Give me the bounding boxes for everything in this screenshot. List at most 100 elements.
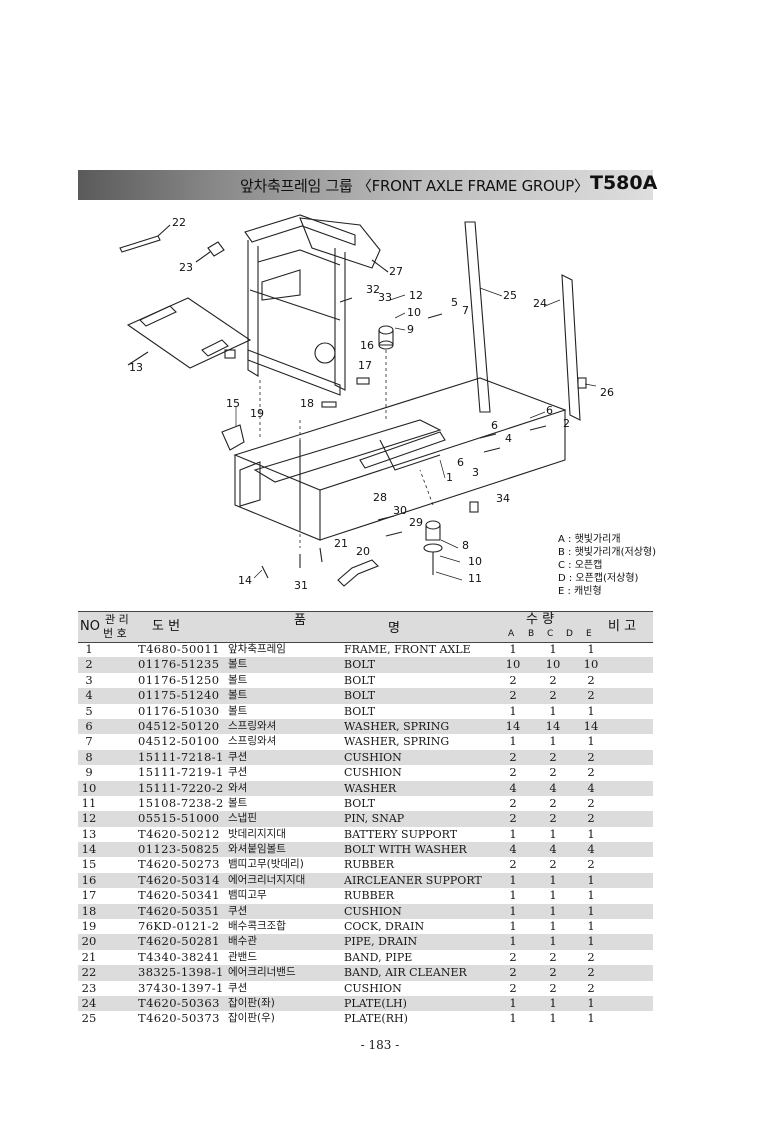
cell-e: 2 [587, 980, 595, 995]
cell-c: 4 [549, 842, 557, 857]
cell-e: 1 [587, 703, 595, 718]
cell-kor: 뱀띠고무 [228, 889, 267, 902]
cell-part: 15111-7219-1 [138, 765, 224, 780]
cell-e: 2 [587, 749, 595, 764]
model-label: T580A [590, 172, 658, 194]
cell-kor: 에어크리너지지대 [228, 873, 306, 886]
cell-part: 04512-50120 [138, 718, 220, 733]
cell-eng: BOLT [344, 704, 376, 718]
callout-label: 27 [389, 265, 403, 278]
cell-a: 4 [509, 780, 517, 795]
cell-eng: BAND, PIPE [344, 950, 413, 964]
cell-a: 1 [509, 642, 517, 656]
cell-eng: WASHER, SPRING [344, 735, 450, 749]
cell-kor: 앞차축프레임 [228, 643, 286, 655]
cell-kor: 볼트 [228, 658, 248, 671]
cell-eng: BOLT [344, 796, 376, 810]
cell-kor: 쿠션 [228, 981, 248, 994]
cell-c: 2 [549, 965, 557, 980]
callout-label: 29 [409, 516, 423, 529]
cell-kor: 볼트 [228, 689, 248, 702]
cell-e: 14 [583, 718, 599, 733]
col-remarks: 비 고 [608, 619, 637, 634]
cell-kor: 잡이판(좌) [228, 996, 275, 1009]
cell-eng: BOLT [344, 673, 376, 687]
col-qty-e: E [586, 629, 592, 639]
legend-item: E : 캐빈형 [558, 586, 602, 597]
cell-e: 2 [587, 857, 595, 872]
callout-label: 26 [600, 386, 614, 399]
cell-kor: 밧데리지지대 [228, 827, 286, 840]
cell-part: 01175-51240 [138, 688, 220, 703]
cell-part: 05515-51000 [138, 811, 220, 826]
callout-label: 32 [366, 283, 380, 296]
cell-kor: 쿠션 [228, 750, 248, 763]
cell-part: T4620-50273 [138, 857, 220, 872]
cell-part: 37430-1397-1 [138, 980, 224, 995]
cell-no: 8 [85, 749, 93, 764]
legend-item: A : 햇빛가리개 [558, 534, 621, 545]
col-drawing-no: 도 번 [152, 619, 181, 634]
cell-c: 10 [545, 657, 561, 672]
legend-item: C : 오픈캡 [558, 560, 603, 571]
cell-a: 1 [509, 1011, 517, 1026]
cell-part: 01176-51250 [138, 672, 220, 687]
callout-label: 13 [129, 361, 143, 374]
cell-a: 14 [505, 718, 521, 733]
cell-no: 20 [81, 934, 97, 949]
cell-a: 1 [509, 934, 517, 949]
col-qty-b: B [528, 629, 535, 639]
cell-c: 1 [549, 934, 557, 949]
cell-a: 1 [509, 903, 517, 918]
cell-e: 2 [587, 811, 595, 826]
cell-e: 1 [587, 903, 595, 918]
cell-eng: WASHER [344, 781, 397, 795]
page-title: 앞차축프레임 그룹 〈FRONT AXLE FRAME GROUP〉 [240, 177, 589, 195]
cell-eng: WASHER, SPRING [344, 719, 450, 733]
cell-kor: 와셔 [228, 781, 248, 794]
cell-kor: 볼트 [228, 796, 248, 809]
cell-eng: CUSHION [344, 904, 402, 918]
cell-no: 17 [81, 888, 97, 903]
cell-part: 76KD-0121-2 [138, 919, 220, 934]
callout-label: 23 [179, 261, 193, 274]
cell-no: 6 [85, 718, 93, 733]
callout-label: 34 [496, 492, 510, 505]
callout-label: 5 [451, 296, 458, 309]
exploded-parts-diagram [119, 214, 597, 587]
cell-a: 1 [509, 872, 517, 887]
cell-a: 2 [509, 980, 517, 995]
callout-label: 7 [462, 304, 469, 317]
callout-label: 28 [373, 491, 387, 504]
cell-a: 10 [505, 657, 521, 672]
cell-c: 2 [549, 672, 557, 687]
cell-c: 1 [549, 903, 557, 918]
cell-a: 2 [509, 795, 517, 810]
legend-item: D : 오픈캡(저상형) [558, 573, 639, 584]
cell-c: 2 [549, 795, 557, 810]
callout-label: 14 [238, 574, 252, 587]
cell-no: 10 [81, 780, 97, 795]
cell-kor: 뱀띠고무(밧데리) [228, 858, 304, 871]
cell-a: 2 [509, 688, 517, 703]
cell-kor: 쿠션 [228, 904, 248, 917]
cell-c: 2 [549, 811, 557, 826]
cell-a: 1 [509, 919, 517, 934]
cell-a: 2 [509, 672, 517, 687]
cell-no: 2 [85, 657, 93, 672]
cell-a: 2 [509, 949, 517, 964]
cell-e: 2 [587, 949, 595, 964]
cell-e: 2 [587, 672, 595, 687]
cell-part: 01176-51235 [138, 657, 220, 672]
cell-eng: CUSHION [344, 750, 402, 764]
cell-eng: COCK, DRAIN [344, 920, 425, 934]
callout-label: 3 [472, 466, 479, 479]
